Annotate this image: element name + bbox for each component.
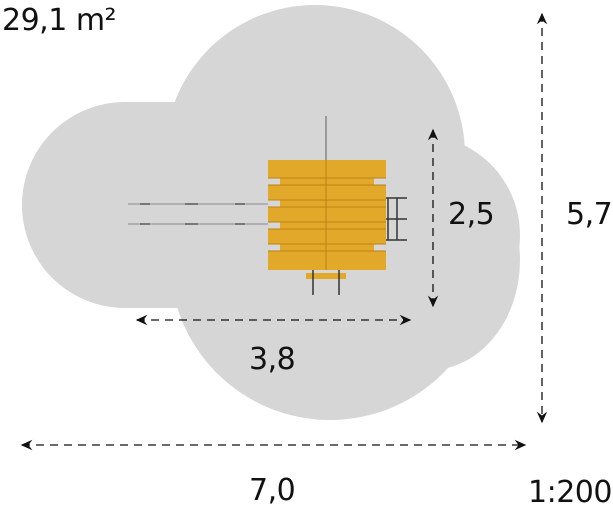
platform	[268, 160, 386, 270]
zone-depth-label: 5,7	[566, 197, 613, 232]
ladder	[386, 197, 407, 241]
step	[306, 270, 346, 295]
scale-label: 1:200	[528, 475, 612, 510]
equipment-depth-label: 2,5	[448, 197, 495, 232]
area-label: 29,1 m²	[2, 3, 117, 38]
slide	[128, 203, 275, 225]
zone-width-label: 7,0	[249, 473, 296, 508]
equipment-width-label: 3,8	[249, 342, 296, 377]
